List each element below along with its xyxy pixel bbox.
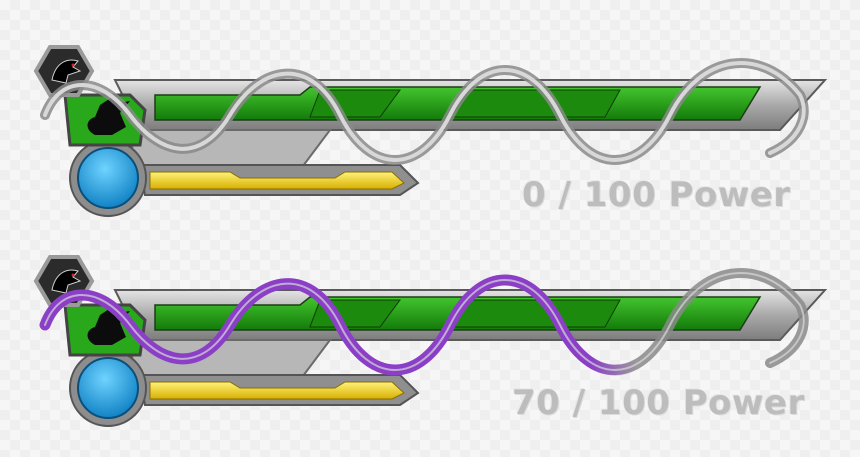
ring-wave-highlight bbox=[43, 60, 806, 162]
unit-hud-bottom: 70 / 100 Power bbox=[0, 245, 860, 445]
unit-hud-top: 0 / 100 Power bbox=[0, 35, 860, 235]
power-readout: 70 / 100 Power bbox=[512, 383, 805, 423]
hud-frame bbox=[33, 255, 828, 427]
power-readout: 0 / 100 Power bbox=[522, 175, 791, 215]
hud-frame bbox=[33, 45, 828, 217]
